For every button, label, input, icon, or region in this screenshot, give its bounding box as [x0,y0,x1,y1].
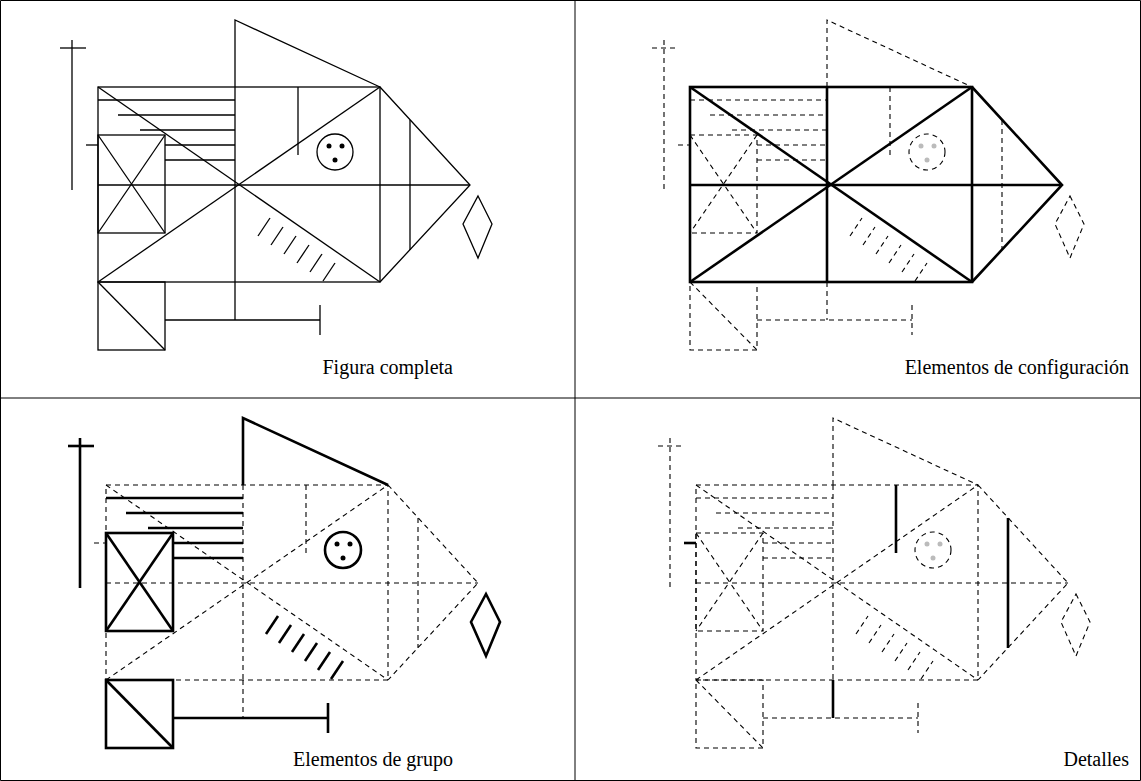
panel-caption: Elementos de configuración [903,355,1131,379]
panel-caption: Elementos de grupo [291,747,455,771]
panel-caption: Figura completa [320,355,455,379]
panel-caption: Detalles [1061,747,1131,771]
